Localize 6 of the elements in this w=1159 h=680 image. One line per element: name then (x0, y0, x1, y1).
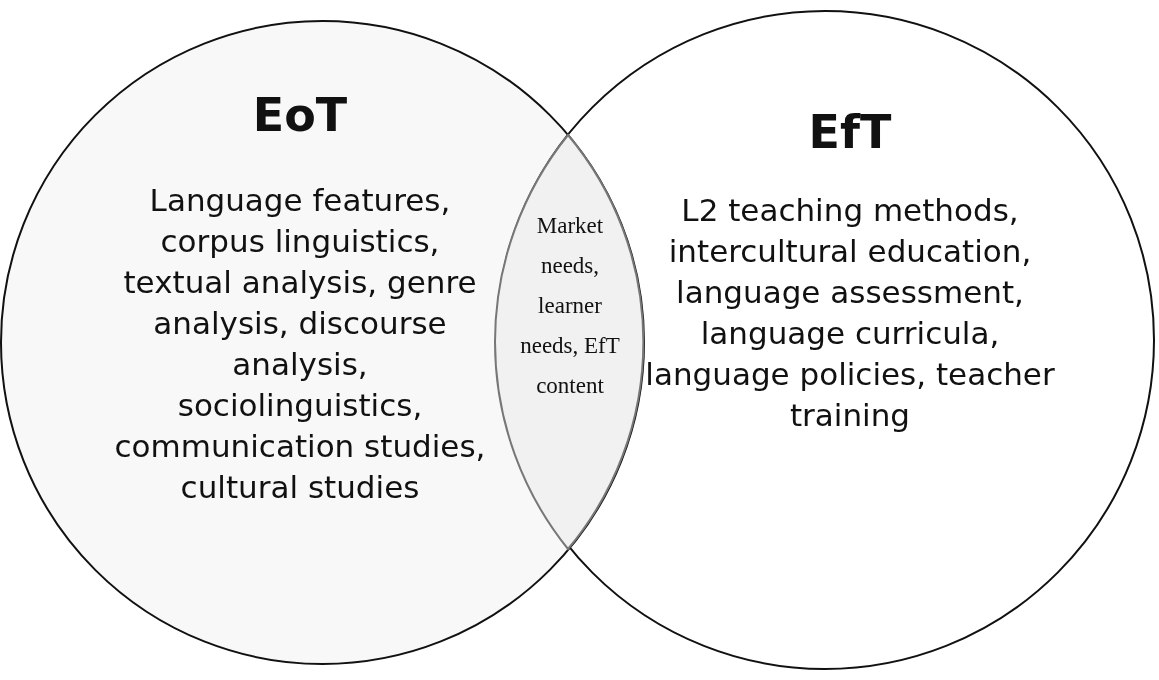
overlap-region (495, 134, 645, 550)
circle-title: EoT (251, 88, 349, 142)
circle-title: EfT (807, 105, 893, 159)
circle-description: L2 teaching methods, intercultural education, language assessment, language curricula, language policies, teacher training (644, 191, 1056, 435)
overlap-text: Market needs, learner needs, EfT content (519, 212, 621, 400)
circle-description: Language features, corpus linguistics, textual analysis, genre analysis, discourse analysis, sociolinguistics, communication studies, cultural studies (113, 181, 487, 507)
